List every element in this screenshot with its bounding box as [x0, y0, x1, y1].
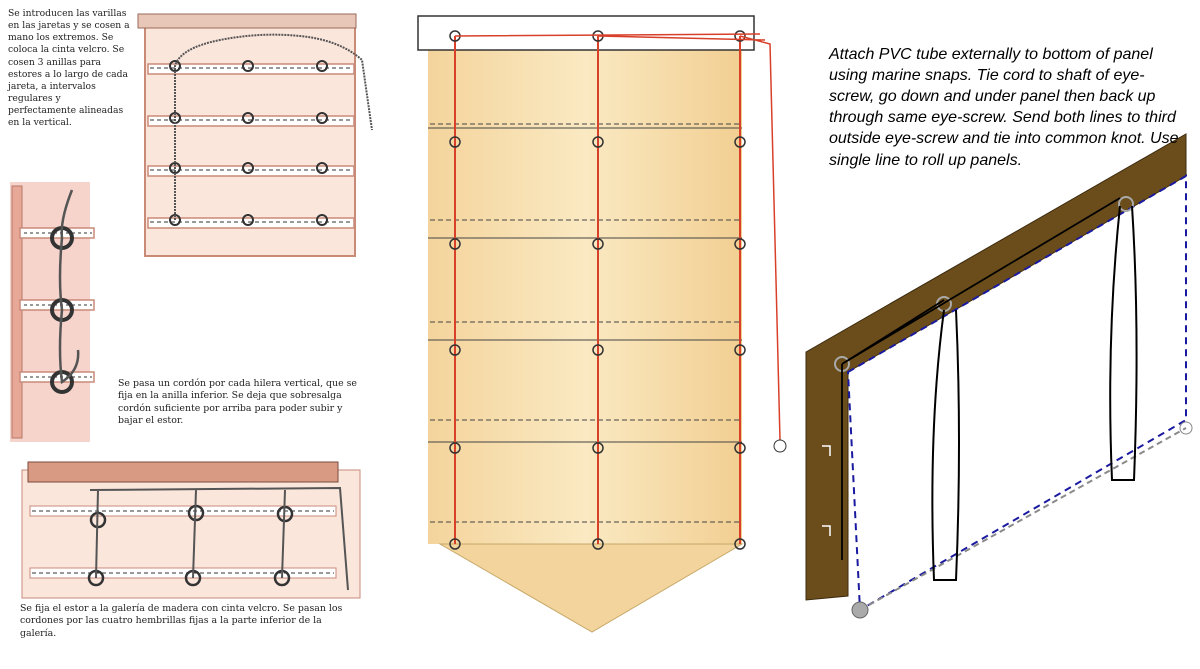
shade-rods-frame-illustration	[137, 13, 373, 257]
step1-instructions: Se introducen las varillas en las jareta…	[8, 8, 130, 129]
step3-instructions: Se fija el estor a la galería de madera …	[20, 603, 343, 639]
step2-instructions: Se pasa un cordón por cada hilera vertic…	[118, 378, 357, 427]
roman-shade-illustration	[417, 15, 787, 633]
pvc-tube-mounting-diagram	[805, 133, 1193, 619]
wooden-gallery-illustration	[21, 461, 361, 599]
ring-cord-detail-illustration	[10, 182, 95, 442]
pvc-tube-instructions: Attach PVC tube externally to bottom of …	[829, 46, 1179, 169]
